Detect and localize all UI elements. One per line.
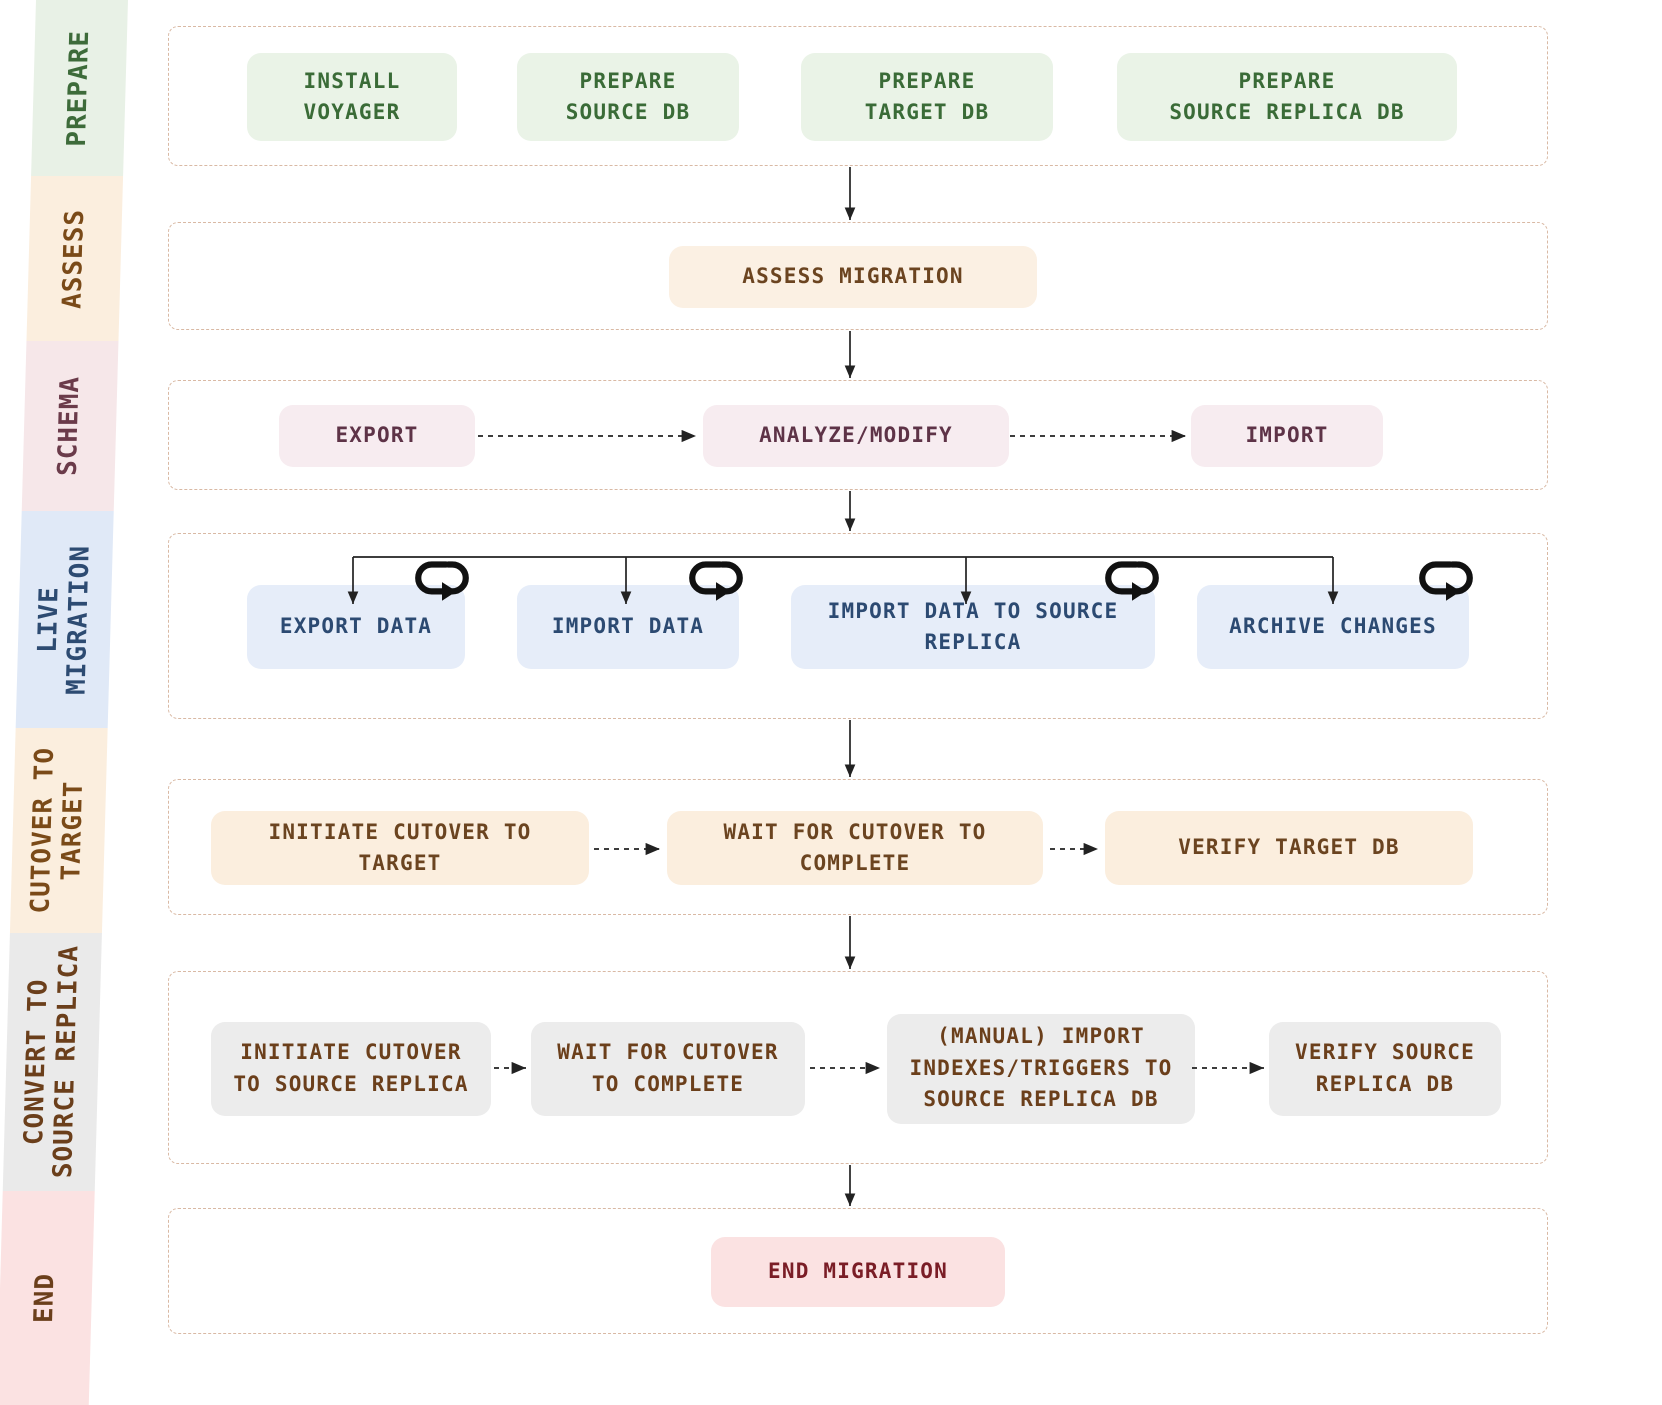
phase-label: END xyxy=(29,1273,61,1323)
node-prepare-source-db[interactable]: PREPARE SOURCE DB xyxy=(517,53,739,141)
phase-label: CONVERT TO SOURCE REPLICA xyxy=(19,945,85,1179)
node-export[interactable]: EXPORT xyxy=(279,405,475,467)
phase-rail: PREPARE ASSESS SCHEMA LIVE MIGRATION CUTOVER… xyxy=(0,0,128,1405)
flow-column: INSTALL VOYAGER PREPARE SOURCE DB PREPARE … xyxy=(168,0,1548,1405)
node-install-voyager[interactable]: INSTALL VOYAGER xyxy=(247,53,457,141)
loop-arrow-icon xyxy=(415,561,469,601)
phase-label: LIVE MIGRATION xyxy=(32,544,96,695)
node-verify-source-replica-db[interactable]: VERIFY SOURCE REPLICA DB xyxy=(1269,1021,1501,1116)
phase-label: CUTOVER TO TARGET xyxy=(25,747,90,914)
phase-band-convert-to-source-replica: CONVERT TO SOURCE REPLICA xyxy=(2,933,102,1191)
loop-arrow-icon xyxy=(689,561,743,601)
node-import-data-to-source-replica[interactable]: IMPORT DATA TO SOURCE REPLICA xyxy=(791,585,1155,669)
phase-band-prepare: PREPARE xyxy=(31,0,128,176)
section-assess: ASSESS MIGRATION xyxy=(168,222,1548,330)
loop-arrow-icon xyxy=(1419,561,1473,601)
node-verify-target-db[interactable]: VERIFY TARGET DB xyxy=(1105,811,1473,885)
node-analyze-modify[interactable]: ANALYZE/MODIFY xyxy=(703,405,1009,467)
phase-label: ASSESS xyxy=(57,208,91,309)
node-assess-migration[interactable]: ASSESS MIGRATION xyxy=(669,246,1037,308)
section-convert-to-source-replica: INITIATE CUTOVER TO SOURCE REPLICA WAIT F… xyxy=(168,971,1548,1164)
node-end-migration[interactable]: END MIGRATION xyxy=(711,1237,1005,1307)
phase-label: SCHEMA xyxy=(52,376,86,476)
section-end: END MIGRATION xyxy=(168,1208,1548,1334)
section-cutover-to-target: INITIATE CUTOVER TO TARGET WAIT FOR CUTOV… xyxy=(168,779,1548,915)
phase-band-live-migration: LIVE MIGRATION xyxy=(15,511,114,728)
node-prepare-target-db[interactable]: PREPARE TARGET DB xyxy=(801,53,1053,141)
node-import[interactable]: IMPORT xyxy=(1191,405,1383,467)
phase-band-schema: SCHEMA xyxy=(21,341,119,511)
node-initiate-cutover-to-target[interactable]: INITIATE CUTOVER TO TARGET xyxy=(211,811,589,885)
section-prepare: INSTALL VOYAGER PREPARE SOURCE DB PREPARE … xyxy=(168,26,1548,166)
node-manual-import-indexes-triggers-to-source-replica-db[interactable]: (MANUAL) IMPORT INDEXES/TRIGGERS TO SOUR… xyxy=(887,1013,1195,1124)
node-wait-for-cutover-to-complete[interactable]: WAIT FOR CUTOVER TO COMPLETE xyxy=(667,811,1043,885)
node-wait-for-cutover-to-complete[interactable]: WAIT FOR CUTOVER TO COMPLETE xyxy=(531,1021,805,1116)
section-schema: EXPORT ANALYZE/MODIFY IMPORT xyxy=(168,380,1548,490)
phase-label: PREPARE xyxy=(61,29,96,147)
node-prepare-source-replica-db[interactable]: PREPARE SOURCE REPLICA DB xyxy=(1117,53,1457,141)
node-initiate-cutover-to-source-replica[interactable]: INITIATE CUTOVER TO SOURCE REPLICA xyxy=(211,1021,491,1116)
phase-band-assess: ASSESS xyxy=(26,176,124,341)
phase-band-end: END xyxy=(0,1191,95,1405)
phase-band-cutover-to-target: CUTOVER TO TARGET xyxy=(9,728,108,933)
loop-arrow-icon xyxy=(1105,561,1159,601)
